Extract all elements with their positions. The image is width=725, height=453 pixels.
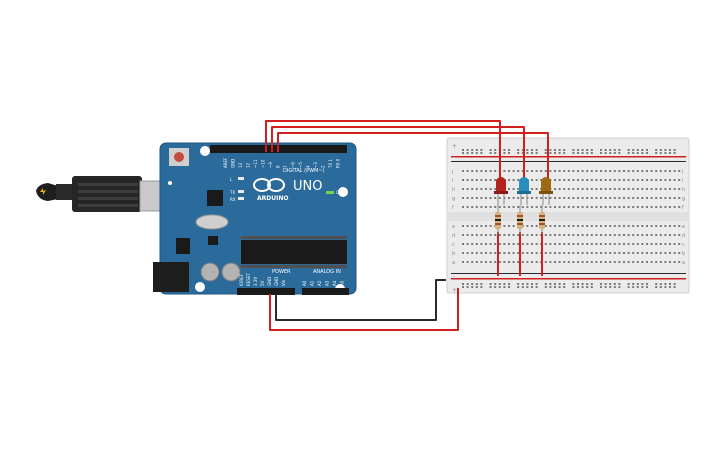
- brand-label: ARDUINO: [257, 195, 288, 202]
- analog-pin-label: A2: [317, 280, 322, 286]
- wires: [265, 120, 549, 331]
- row-letter: d: [452, 233, 455, 239]
- wire-5v-rail: [269, 288, 459, 331]
- rail-minus-bottom: -: [453, 273, 455, 280]
- digital-pin-label: GND: [231, 159, 236, 168]
- row-letter: a: [682, 260, 685, 266]
- row-letter: b: [452, 251, 455, 257]
- arduino-logo: [253, 178, 285, 192]
- tx-label: TX: [229, 190, 235, 195]
- resistor-1[interactable]: [495, 205, 501, 234]
- row-letter: i: [682, 178, 683, 184]
- on-label: ON: [336, 190, 342, 195]
- led-blue[interactable]: [517, 177, 531, 205]
- digital-pin-label: ~9: [268, 162, 273, 168]
- row-letter: b: [682, 251, 685, 257]
- power-pin-label: GND: [267, 277, 272, 286]
- rx-label: RX: [230, 197, 236, 202]
- row-letter: h: [452, 187, 455, 193]
- row-letter: h: [682, 187, 685, 193]
- digital-pin-label: 13: [238, 162, 243, 168]
- led-red[interactable]: [494, 177, 508, 205]
- usb-cable: [36, 176, 171, 212]
- uno-label: UNO: [293, 179, 322, 194]
- digital-pin-label: ~6: [291, 162, 296, 168]
- row-letter: f: [682, 205, 684, 211]
- row-letter: c: [682, 242, 685, 248]
- power-pin-label: 5V: [260, 280, 265, 286]
- analog-pin-label: A1: [310, 280, 315, 286]
- digital-pin-label: 4: [306, 165, 311, 168]
- digital-pin-label: ~5: [298, 162, 303, 168]
- wire-pin11-blue-led: [271, 126, 525, 182]
- power-pin-label: IOREF: [239, 273, 244, 286]
- row-letter: g: [682, 196, 685, 202]
- row-letter: e: [682, 224, 685, 230]
- analog-pin-label: A4: [332, 280, 337, 286]
- rail-plus-bottom: +: [452, 287, 457, 294]
- row-letter: j: [681, 169, 683, 175]
- digital-pin-label: 8: [276, 165, 281, 168]
- row-letter: a: [452, 260, 455, 266]
- digital-pin-label: ~11: [253, 159, 258, 168]
- analog-pin-label: A5: [340, 280, 345, 286]
- resistor-2[interactable]: [517, 205, 523, 234]
- row-letter: j: [451, 169, 453, 175]
- analog-pin-label: A0: [302, 280, 307, 286]
- digital-pin-label: 12: [246, 162, 251, 168]
- digital-pin-label: AREF: [223, 157, 228, 168]
- row-letter: c: [452, 242, 455, 248]
- row-letter: g: [452, 196, 455, 202]
- rail-plus-top: +: [452, 143, 457, 150]
- digital-pin-label: ~3: [313, 162, 318, 168]
- power-pin-label: RESET: [246, 273, 251, 286]
- power-label: POWER: [272, 269, 291, 275]
- l-label: L: [230, 177, 233, 182]
- row-letter: d: [682, 233, 685, 239]
- reset-button[interactable]: [174, 152, 184, 162]
- wire-pin12-red-led: [265, 120, 501, 182]
- atmega-chip: [241, 240, 347, 264]
- row-letter: e: [452, 224, 455, 230]
- analog-label: ANALOG IN: [313, 269, 341, 275]
- wire-pin10-yellow-led: [277, 132, 549, 182]
- power-pin-label: GND: [274, 277, 279, 286]
- wire-gnd-rail: [275, 279, 446, 321]
- digital-pin-label: RX 0: [336, 158, 341, 168]
- digital-label: DIGITAL (PWM~): [283, 168, 325, 174]
- digital-pin-label: 2: [321, 165, 326, 168]
- power-pin-label: Vin: [281, 279, 286, 286]
- led-yellow[interactable]: [539, 177, 553, 205]
- digital-pin-label: 7: [283, 165, 288, 168]
- rail-minus-top: -: [453, 154, 455, 161]
- row-letter: i: [452, 178, 453, 184]
- digital-pin-label: ~10: [261, 159, 266, 168]
- analog-pin-label: A3: [325, 280, 330, 286]
- resistor-3[interactable]: [539, 205, 545, 234]
- power-pin-label: 3.3V: [253, 277, 258, 286]
- digital-pin-label: TX 1: [328, 159, 333, 169]
- row-letter: f: [452, 205, 454, 211]
